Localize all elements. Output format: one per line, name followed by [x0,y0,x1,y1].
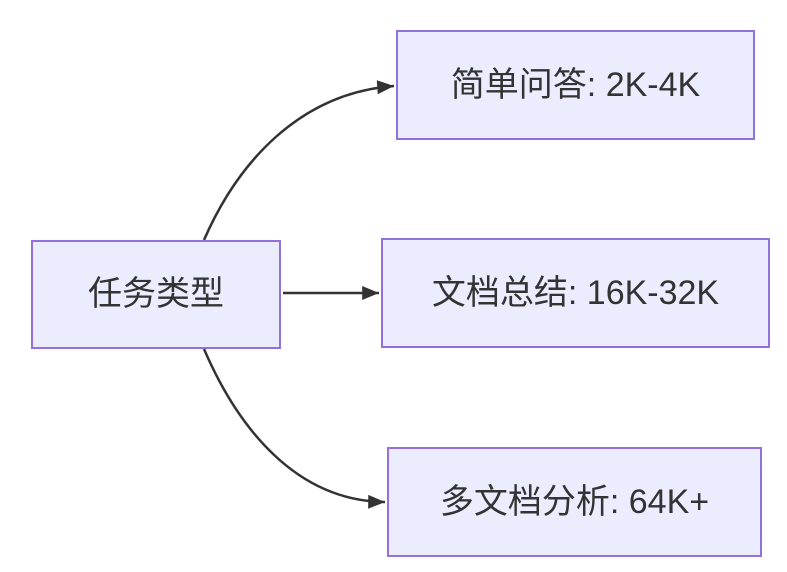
edge-task-to-simple-qa [202,80,395,241]
edge-task-to-multi-doc [202,348,386,509]
node-multi-doc: 多文档分析: 64K+ [387,447,762,557]
node-doc-summary-label: 文档总结: 16K-32K [431,273,720,312]
node-task-type: 任务类型 [31,240,281,349]
node-task-type-label: 任务类型 [88,275,224,314]
node-multi-doc-label: 多文档分析: 64K+ [439,482,710,521]
node-simple-qa-label: 简单问答: 2K-4K [450,65,701,104]
node-doc-summary: 文档总结: 16K-32K [381,238,770,348]
node-simple-qa: 简单问答: 2K-4K [396,30,755,140]
